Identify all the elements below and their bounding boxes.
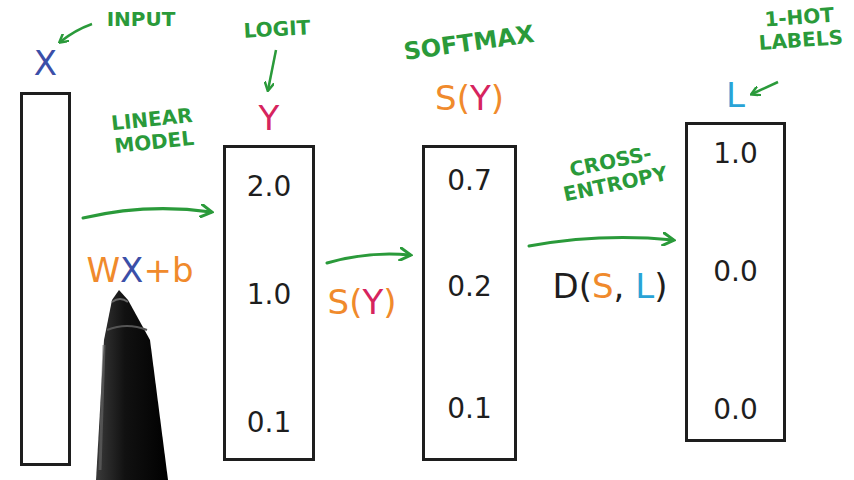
flow-arrow	[327, 254, 410, 263]
annotation: LOGIT	[231, 16, 322, 44]
leader-arrow	[60, 24, 92, 42]
leader-arrow	[752, 82, 778, 94]
vector-heading: X	[34, 43, 57, 83]
annotation: SOFTMAX	[393, 20, 545, 68]
vector-value: 0.7	[447, 164, 492, 197]
flow-arrow	[83, 209, 211, 218]
flow-arrow	[529, 238, 673, 246]
vector-value: 0.2	[447, 270, 492, 303]
vector-value: 0.0	[713, 255, 758, 288]
vector-value: 2.0	[247, 170, 292, 203]
vector-box: S(Y)0.70.20.1	[422, 145, 517, 461]
annotation: LINEAR MODEL	[86, 101, 220, 160]
vector-box: Y2.01.00.1	[223, 145, 315, 461]
vector-value: 0.1	[447, 392, 492, 425]
vector-box: L1.00.00.0	[685, 122, 786, 442]
annotation: CROSS-ENTROPY	[545, 137, 682, 209]
annotation: 1-HOT LABELS	[751, 3, 850, 56]
leader-arrow	[268, 50, 276, 90]
input-box: X	[20, 92, 71, 466]
vector-value: 0.1	[247, 406, 292, 439]
vector-heading: L	[726, 75, 745, 115]
vector-value: 1.0	[713, 137, 758, 170]
vector-heading: S(Y)	[435, 78, 504, 118]
edge-formula: D(S, L)	[553, 266, 668, 306]
annotation: INPUT	[96, 8, 186, 31]
vector-value: 0.0	[713, 393, 758, 426]
edge-formula: S(Y)	[328, 282, 397, 322]
vector-heading: Y	[259, 98, 280, 138]
pen	[96, 290, 168, 480]
vector-value: 1.0	[247, 278, 292, 311]
edge-formula: WX+b	[86, 250, 193, 290]
